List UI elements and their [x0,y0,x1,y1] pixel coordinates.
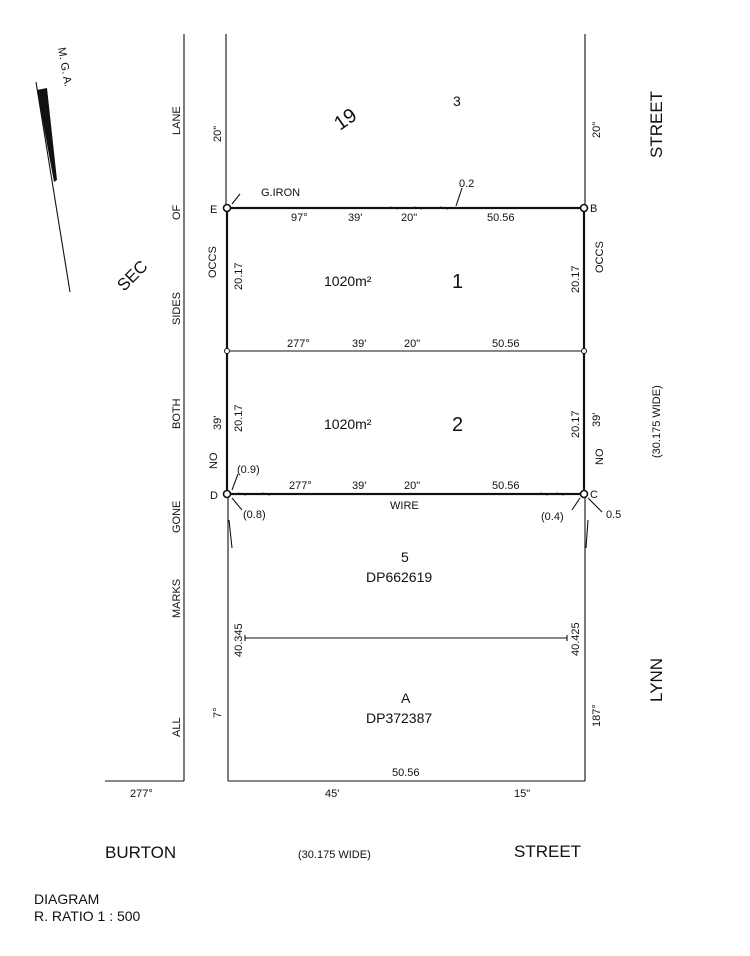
north-arrow-label: M. G. A. [55,46,74,87]
occupation-ticks-top [389,206,449,210]
street-name-burton: BURTON [105,843,176,862]
right-40-425: 40.425 [570,622,582,656]
bearing-top-sec: 20" [401,212,417,224]
lane-word-gone: GONE [171,501,183,533]
street-name-upper: STREET [647,91,666,158]
corner-marks [222,187,603,513]
street-name-lynn: LYNN [647,658,666,702]
footer-ratio: R. RATIO 1 : 500 [34,908,141,924]
offset-0-4-label: (0.4) [541,511,564,523]
bearing-mid-deg: 277° [287,338,310,350]
corner-b-label: B [590,203,597,215]
bearing-top-deg: 97° [291,212,308,224]
corner-d-mark [222,489,232,499]
n05-leader [587,497,603,513]
corner-labels: E B D C G.IRON 0.2 (0.9) (0.8) (0.4) 0.5… [207,178,621,523]
north-arrow-shaft [35,81,71,293]
fence-ticks [228,519,589,549]
distance-bottom: 50.56 [392,767,420,779]
bearing-labels: 97° 39' 20" 50.56 277° 39' 20" 50.56 277… [130,212,530,800]
right-20-17-lower: 20.17 [570,410,582,438]
corner-c-label: C [590,489,598,501]
left-20-17-upper: 20.17 [233,262,245,290]
left-7-degrees: 7° [212,707,224,718]
no-label-right: NO [594,448,606,465]
sec-label: SEC [113,257,151,295]
street-width-right: (30.175 WIDE) [651,385,663,458]
distance-low: 50.56 [492,480,520,492]
lot-5-plan: DP662619 [366,569,432,585]
bearing-mid-min: 39' [352,338,366,350]
distance-top: 50.56 [487,212,515,224]
offset-0-5-label: 0.5 [606,509,621,521]
lane-word-sides: SIDES [171,292,183,325]
left-20-seconds: 20" [212,126,224,142]
distance-mid: 50.56 [492,338,520,350]
bearing-low-deg: 277° [289,480,312,492]
g-iron-leader [231,193,241,205]
corner-e-label: E [210,204,217,216]
street-labels: STREET LYNN (30.175 WIDE) BURTON (30.175… [105,91,666,862]
offset-0-2-label: 0.2 [459,178,474,190]
right-20-seconds: 20" [591,122,603,138]
diagram-footer: DIAGRAM R. RATIO 1 : 500 [34,891,141,924]
left-39-minutes: 39' [212,416,224,430]
lane-word-marks: MARKS [171,579,183,618]
bearing-low-min: 39' [352,480,366,492]
right-39-minutes: 39' [591,413,603,427]
occs-label-right: OCCS [594,241,606,273]
n02-leader [455,187,463,207]
lot-1-number: 1 [452,271,463,293]
lot-5-number: 5 [401,549,409,565]
bearing-top-min: 39' [348,212,362,224]
occupation-ticks-d [237,492,271,496]
lane-word-all: ALL [171,717,183,737]
n09-leader [231,473,239,491]
right-187-degrees: 187° [591,704,603,727]
peg-right-mid [581,348,587,354]
lot-3-label: 3 [453,93,461,109]
street-name-bottom-right: STREET [514,842,581,861]
lot-labels: 19 3 1020m² 1 1020m² 2 5 DP662619 A DP37… [324,93,463,726]
lane-word-of: OF [171,204,183,220]
corner-d-label: D [210,490,218,502]
lane-text: ALL MARKS GONE BOTH SIDES OF LANE SEC [113,106,183,737]
footer-diagram: DIAGRAM [34,891,99,907]
peg-left-mid [224,348,230,354]
bearing-bottom-deg: 277° [130,788,153,800]
lot-a-number: A [401,690,411,706]
corner-c-mark [579,489,589,499]
north-arrow-head [37,88,57,182]
street-width-bottom: (30.175 WIDE) [298,849,371,861]
north-arrow: M. G. A. [35,46,74,293]
wire-label: WIRE [390,500,419,512]
lane-word-both: BOTH [171,398,183,429]
lot-2-area: 1020m² [324,416,372,432]
side-dimensions: 20" 20" 20.17 20.17 20.17 20.17 39' 39' … [212,122,603,727]
corner-b-mark [579,203,589,213]
lot-1-area: 1020m² [324,273,372,289]
bearing-mid-sec: 20" [404,338,420,350]
offset-0-9-label: (0.9) [237,464,260,476]
corner-e-mark [222,203,232,213]
occs-label-left: OCCS [207,246,219,278]
n08-leader [231,497,243,511]
offset-0-8-label: (0.8) [243,509,266,521]
occupation-ticks-c [539,492,565,496]
lane-word-lane: LANE [171,106,183,135]
lot-19-label: 19 [330,104,361,135]
bearing-low-sec: 20" [404,480,420,492]
left-20-17-lower: 20.17 [233,404,245,432]
left-40-345: 40.345 [233,623,245,657]
bearing-bottom-min: 45' [325,788,339,800]
lot-a-plan: DP372387 [366,710,432,726]
g-iron-label: G.IRON [261,187,300,199]
bearing-bottom-sec: 15" [514,788,530,800]
n04-leader [571,497,581,511]
right-20-17-upper: 20.17 [570,265,582,293]
lot-2-number: 2 [452,414,463,436]
no-label-left: NO [208,452,220,469]
lane-lines [105,34,227,782]
